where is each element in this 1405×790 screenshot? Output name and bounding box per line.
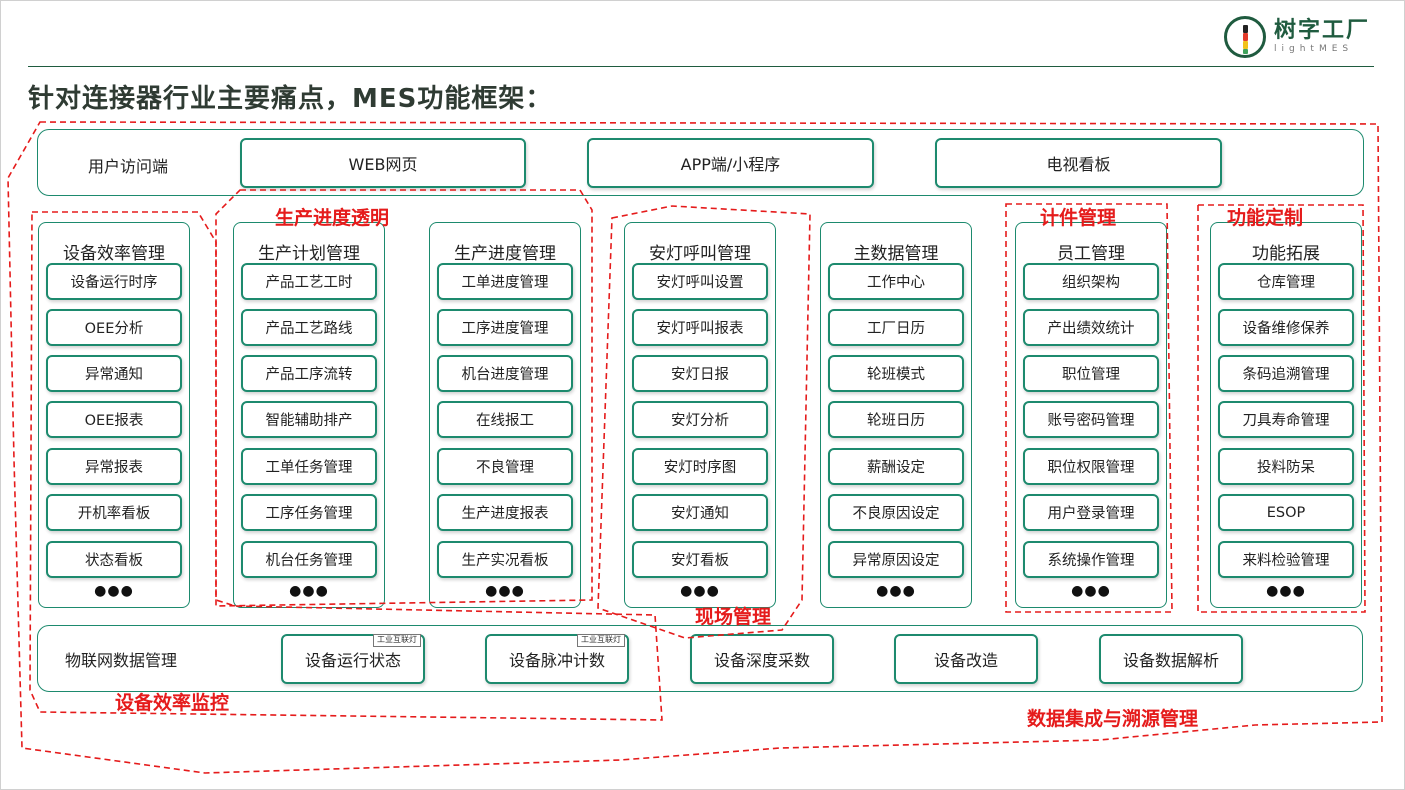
- module-item[interactable]: 开机率看板: [46, 494, 182, 531]
- module-andon-call: 安灯呼叫管理 安灯呼叫设置 安灯呼叫报表 安灯日报 安灯分析 安灯时序图 安灯通…: [624, 222, 776, 608]
- module-title: 员工管理: [1057, 244, 1125, 264]
- annotation-equipment-monitoring: 设备效率监控: [115, 692, 230, 714]
- logo-subtitle: lightMES: [1274, 44, 1354, 54]
- module-production-planning: 生产计划管理 产品工艺工时 产品工艺路线 产品工序流转 智能辅助排产 工单任务管…: [233, 222, 385, 608]
- module-item[interactable]: 工序进度管理: [437, 309, 573, 346]
- module-equipment-efficiency: 设备效率管理 设备运行时序 OEE分析 异常通知 OEE报表 异常报表 开机率看…: [38, 222, 190, 608]
- iot-item-label: 设备改造: [933, 651, 998, 670]
- module-item[interactable]: 状态看板: [46, 541, 182, 578]
- module-item[interactable]: 机台任务管理: [241, 541, 377, 578]
- iot-run-status-button[interactable]: 设备运行状态 工业互联灯: [281, 634, 425, 684]
- module-item[interactable]: 安灯分析: [632, 401, 768, 438]
- module-item[interactable]: 轮班模式: [828, 355, 964, 392]
- annotation-site-management: 现场管理: [695, 606, 772, 628]
- iot-data-parsing-button[interactable]: 设备数据解析: [1099, 634, 1243, 684]
- module-item[interactable]: 安灯日报: [632, 355, 768, 392]
- module-item[interactable]: 工厂日历: [828, 309, 964, 346]
- module-item[interactable]: 账号密码管理: [1023, 401, 1159, 438]
- tv-board-access-button[interactable]: 电视看板: [935, 138, 1222, 188]
- iot-item-label: 设备数据解析: [1122, 651, 1219, 670]
- annotation-piecework: 计件管理: [1040, 207, 1117, 229]
- module-item[interactable]: 仓库管理: [1218, 263, 1354, 300]
- module-item[interactable]: 在线报工: [437, 401, 573, 438]
- module-item[interactable]: 工作中心: [828, 263, 964, 300]
- module-item[interactable]: 安灯时序图: [632, 448, 768, 485]
- module-item[interactable]: 投料防呆: [1218, 448, 1354, 485]
- module-title: 功能拓展: [1252, 244, 1320, 264]
- module-title: 设备效率管理: [63, 244, 165, 264]
- module-item[interactable]: 来料检验管理: [1218, 541, 1354, 578]
- module-item[interactable]: 刀具寿命管理: [1218, 401, 1354, 438]
- module-employee: 员工管理 组织架构 产出绩效统计 职位管理 账号密码管理 职位权限管理 用户登录…: [1015, 222, 1167, 608]
- module-title: 生产计划管理: [258, 244, 360, 264]
- more-dots: ●●●: [1071, 583, 1111, 599]
- module-extensions: 功能拓展 仓库管理 设备维修保养 条码追溯管理 刀具寿命管理 投料防呆 ESOP…: [1210, 222, 1362, 608]
- module-item[interactable]: 产出绩效统计: [1023, 309, 1159, 346]
- module-item[interactable]: ESOP: [1218, 494, 1354, 531]
- user-access-label: 用户访问端: [88, 157, 169, 176]
- module-item[interactable]: 轮班日历: [828, 401, 964, 438]
- module-item[interactable]: 职位管理: [1023, 355, 1159, 392]
- signal-tower-icon: [1224, 16, 1266, 58]
- module-item[interactable]: 用户登录管理: [1023, 494, 1159, 531]
- module-item[interactable]: 薪酬设定: [828, 448, 964, 485]
- module-item[interactable]: 安灯看板: [632, 541, 768, 578]
- page-title: 针对连接器行业主要痛点，MES功能框架：: [28, 84, 553, 114]
- module-item[interactable]: 不良原因设定: [828, 494, 964, 531]
- iot-item-label: 设备深度采数: [713, 651, 810, 670]
- iot-tag: 工业互联灯: [373, 634, 421, 647]
- iot-item-label: 设备运行状态: [304, 651, 401, 670]
- app-access-button[interactable]: APP端/小程序: [587, 138, 874, 188]
- web-access-button[interactable]: WEB网页: [240, 138, 526, 188]
- module-item[interactable]: 组织架构: [1023, 263, 1159, 300]
- iot-deep-collection-button[interactable]: 设备深度采数: [690, 634, 834, 684]
- module-item[interactable]: 设备运行时序: [46, 263, 182, 300]
- annotation-customization: 功能定制: [1227, 207, 1304, 229]
- module-item[interactable]: OEE报表: [46, 401, 182, 438]
- iot-data-label: 物联网数据管理: [65, 651, 178, 670]
- module-item[interactable]: 异常原因设定: [828, 541, 964, 578]
- module-item[interactable]: 生产进度报表: [437, 494, 573, 531]
- module-item[interactable]: OEE分析: [46, 309, 182, 346]
- module-item[interactable]: 产品工序流转: [241, 355, 377, 392]
- module-production-progress: 生产进度管理 工单进度管理 工序进度管理 机台进度管理 在线报工 不良管理 生产…: [429, 222, 581, 608]
- module-item[interactable]: 条码追溯管理: [1218, 355, 1354, 392]
- more-dots: ●●●: [1266, 583, 1306, 599]
- module-item[interactable]: 生产实况看板: [437, 541, 573, 578]
- module-title: 主数据管理: [853, 244, 939, 264]
- module-item[interactable]: 产品工艺路线: [241, 309, 377, 346]
- module-master-data: 主数据管理 工作中心 工厂日历 轮班模式 轮班日历 薪酬设定 不良原因设定 异常…: [820, 222, 972, 608]
- module-item[interactable]: 安灯呼叫设置: [632, 263, 768, 300]
- module-item[interactable]: 异常通知: [46, 355, 182, 392]
- module-item[interactable]: 工序任务管理: [241, 494, 377, 531]
- module-item[interactable]: 异常报表: [46, 448, 182, 485]
- module-item[interactable]: 智能辅助排产: [241, 401, 377, 438]
- annotation-production-progress: 生产进度透明: [275, 207, 390, 229]
- module-item[interactable]: 工单任务管理: [241, 448, 377, 485]
- module-item[interactable]: 安灯呼叫报表: [632, 309, 768, 346]
- logo-name: 树字工厂: [1274, 18, 1371, 43]
- module-item[interactable]: 安灯通知: [632, 494, 768, 531]
- module-item[interactable]: 系统操作管理: [1023, 541, 1159, 578]
- more-dots: ●●●: [680, 583, 720, 599]
- module-title: 生产进度管理: [454, 244, 556, 264]
- iot-pulse-count-button[interactable]: 设备脉冲计数 工业互联灯: [485, 634, 629, 684]
- iot-retrofit-button[interactable]: 设备改造: [894, 634, 1038, 684]
- module-item[interactable]: 工单进度管理: [437, 263, 573, 300]
- more-dots: ●●●: [289, 583, 329, 599]
- more-dots: ●●●: [876, 583, 916, 599]
- more-dots: ●●●: [94, 583, 134, 599]
- module-title: 安灯呼叫管理: [649, 244, 751, 264]
- header-divider: [28, 66, 1374, 67]
- module-item[interactable]: 设备维修保养: [1218, 309, 1354, 346]
- iot-tag: 工业互联灯: [577, 634, 625, 647]
- brand-logo: 树字工厂 lightMES: [1224, 14, 1370, 60]
- module-item[interactable]: 职位权限管理: [1023, 448, 1159, 485]
- annotation-data-integration: 数据集成与溯源管理: [1027, 708, 1199, 730]
- more-dots: ●●●: [485, 583, 525, 599]
- iot-item-label: 设备脉冲计数: [508, 651, 605, 670]
- module-item[interactable]: 机台进度管理: [437, 355, 573, 392]
- module-item[interactable]: 不良管理: [437, 448, 573, 485]
- module-item[interactable]: 产品工艺工时: [241, 263, 377, 300]
